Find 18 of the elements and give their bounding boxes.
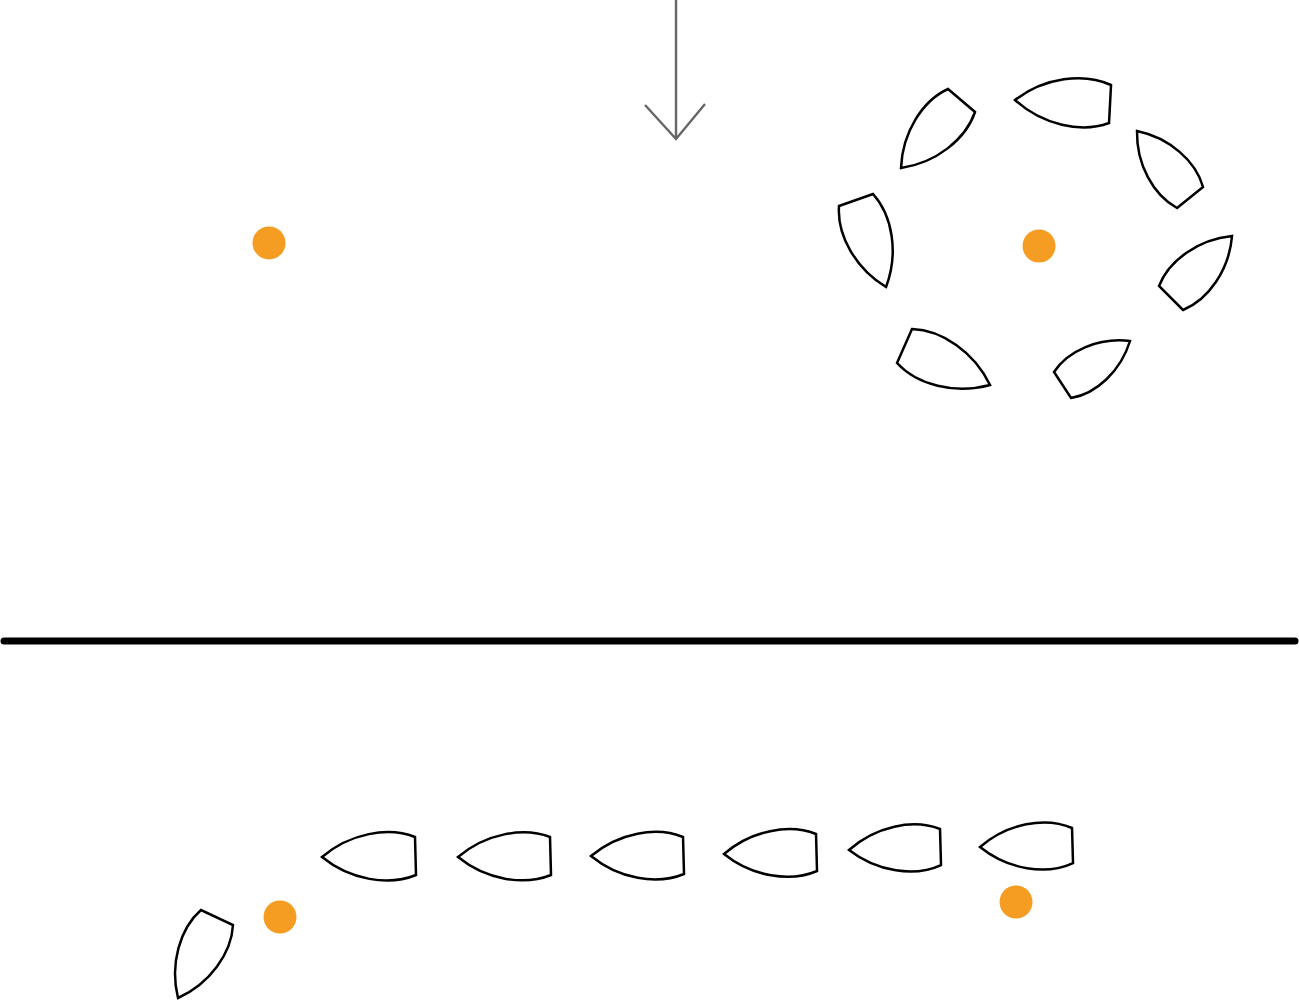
dot (263, 900, 297, 934)
dot (999, 885, 1033, 919)
boat (1157, 234, 1234, 312)
dot (252, 226, 286, 260)
boat (456, 831, 553, 882)
boat (899, 87, 977, 170)
boat (173, 908, 235, 1000)
boat (589, 830, 686, 881)
boat (837, 192, 894, 289)
boat (895, 327, 992, 390)
dot (1022, 229, 1056, 263)
boat (847, 823, 943, 873)
boat (320, 830, 418, 882)
boat (1013, 77, 1113, 129)
boat (1052, 339, 1132, 400)
boat (1135, 129, 1205, 210)
boat (722, 827, 819, 878)
boat (978, 821, 1075, 871)
